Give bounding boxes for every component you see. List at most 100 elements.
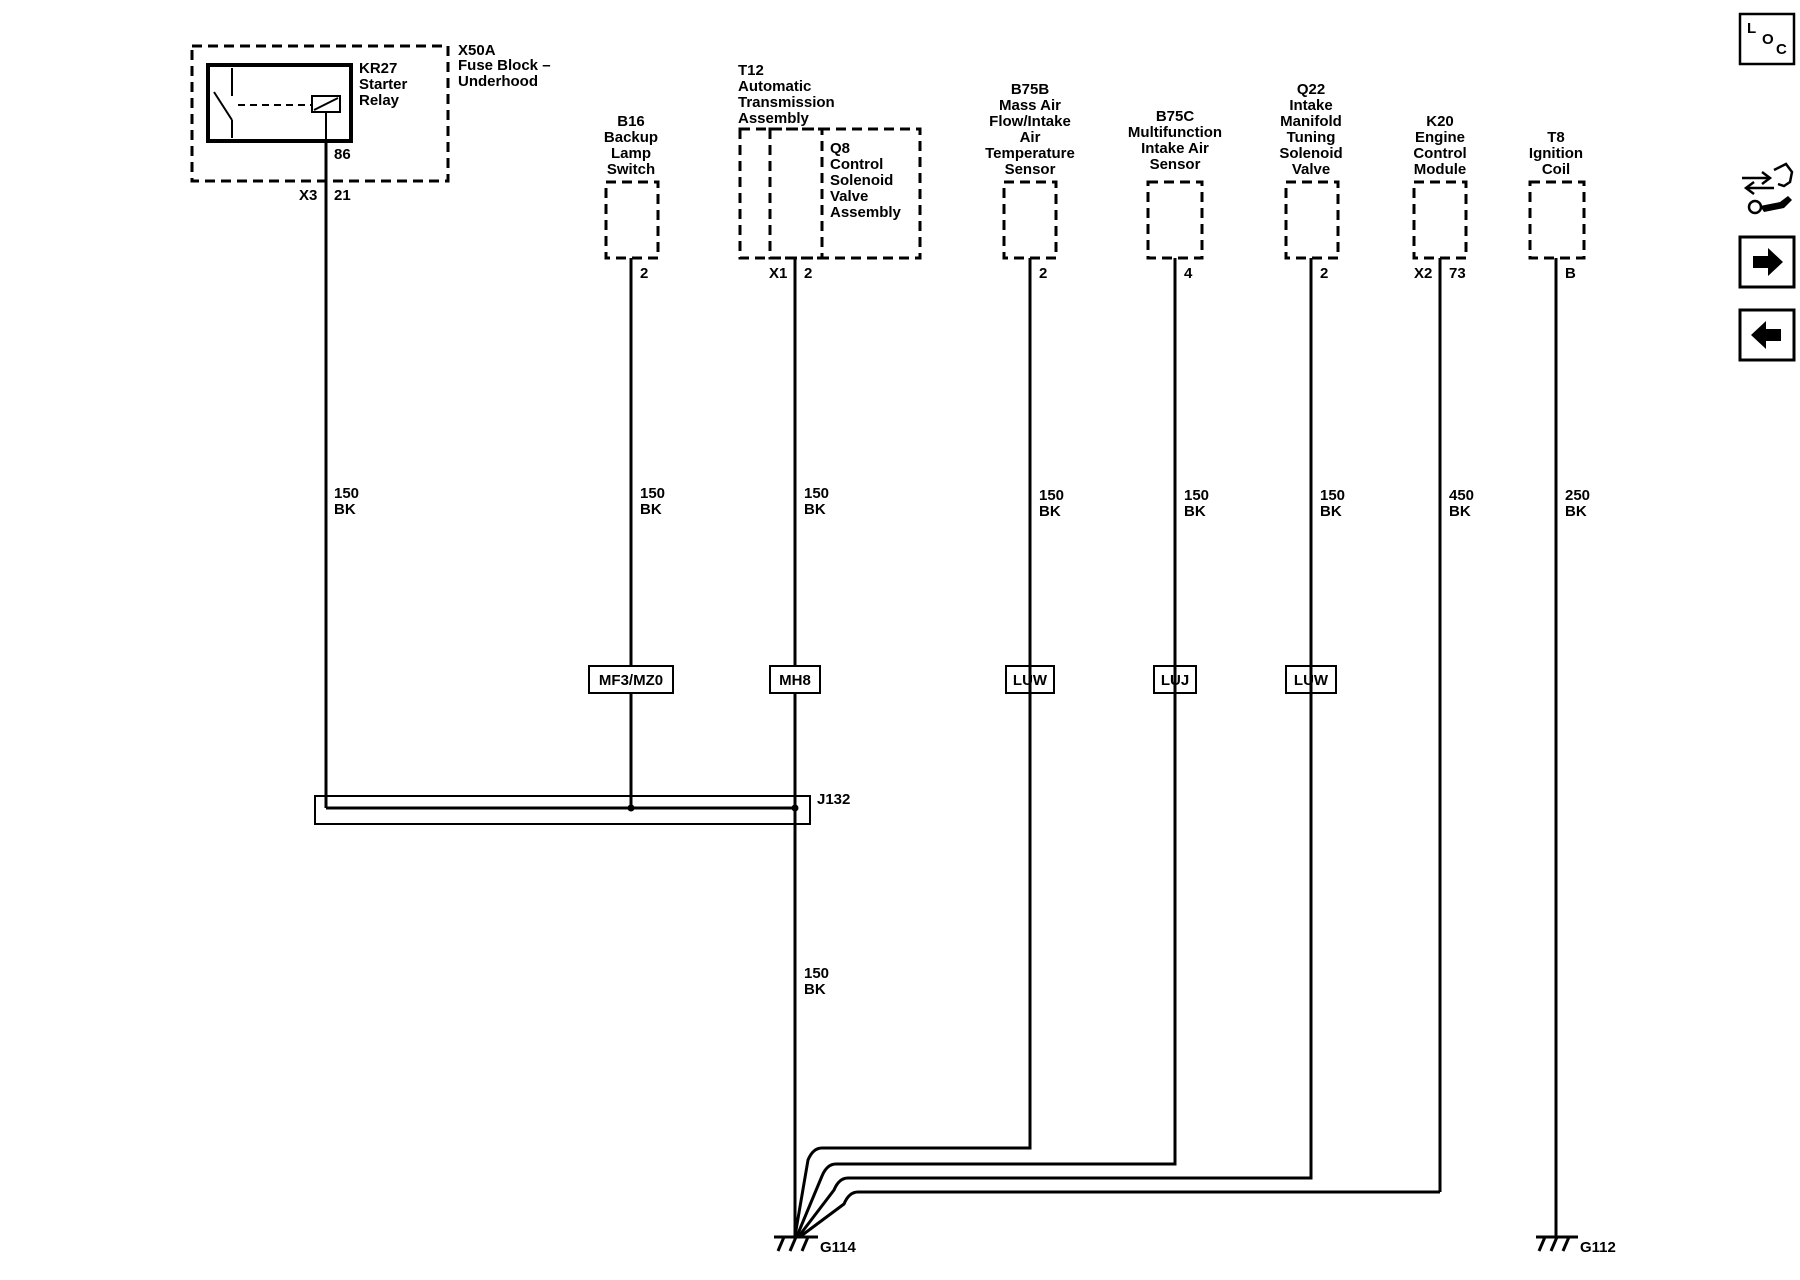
- b75b-wire[interactable]: [793, 258, 1032, 1237]
- b75c-wire-gauge: 150: [1184, 487, 1209, 504]
- fuse-block-name-line2: Underhood: [458, 73, 538, 90]
- t12-option: MH8: [779, 672, 811, 689]
- b16-pin: 2: [640, 265, 648, 282]
- q22-outline: [1284, 180, 1340, 260]
- q22-name-line5: Valve: [1292, 161, 1330, 178]
- ground-g114-icon: [774, 1235, 818, 1252]
- relay-wire-color: BK: [334, 501, 356, 518]
- q8-name-line2: Solenoid: [830, 172, 893, 189]
- b16-name-line3: Switch: [607, 161, 655, 178]
- diagnostic-tools-button[interactable]: [1742, 162, 1794, 215]
- t12-name-line2: Transmission: [738, 94, 835, 111]
- t12-name-line3: Assembly: [738, 110, 810, 127]
- relay-outline: [206, 63, 353, 143]
- relay-pin: 86: [334, 146, 351, 163]
- q8-id: Q8: [830, 140, 850, 157]
- k20-name-line3: Module: [1414, 161, 1467, 178]
- t12-wire-gauge: 150: [804, 485, 829, 502]
- b75c-id: B75C: [1156, 108, 1195, 125]
- starter-relay-kr27[interactable]: [206, 63, 353, 143]
- b16-option: MF3/MZ0: [599, 672, 663, 689]
- b16-name-line2: Lamp: [611, 145, 651, 162]
- k20-outline: [1412, 180, 1468, 260]
- t8-wire-color: BK: [1565, 503, 1587, 520]
- k20-connector: X2: [1414, 265, 1432, 282]
- ground-g114-label: G114: [820, 1239, 857, 1256]
- q22-name-line1: Intake: [1289, 97, 1332, 114]
- ground-wire-gauge: 150: [804, 965, 829, 982]
- b75b-name-line2: Flow/Intake: [989, 113, 1071, 130]
- t8-pin: B: [1565, 265, 1576, 282]
- q22-wire[interactable]: [797, 258, 1313, 1237]
- b75b-name-line1: Mass Air: [999, 97, 1061, 114]
- q8-name-line4: Assembly: [830, 204, 902, 221]
- q22-wire-gauge: 150: [1320, 487, 1345, 504]
- k20-wire-color: BK: [1449, 503, 1471, 520]
- b75b-pin: 2: [1039, 265, 1047, 282]
- b16-wire-color: BK: [640, 501, 662, 518]
- locator-letter-o: O: [1762, 31, 1774, 48]
- t12-outline: [738, 127, 922, 260]
- component-b75b[interactable]: [1002, 180, 1058, 260]
- b75b-name-line4: Temperature: [985, 145, 1075, 162]
- b75c-name-line2: Intake Air: [1141, 140, 1209, 157]
- b16-outline: [604, 180, 660, 260]
- b75c-name-line3: Sensor: [1150, 156, 1201, 173]
- diagnostic-tools-icon: [1742, 162, 1794, 215]
- next-page-button[interactable]: [1738, 235, 1796, 289]
- relay-coil-slash: [313, 97, 339, 111]
- ground-wire-color: BK: [804, 981, 826, 998]
- q22-id: Q22: [1297, 81, 1325, 98]
- b16-id: B16: [617, 113, 645, 130]
- t12-option-box: [769, 665, 821, 694]
- q22-name-line4: Solenoid: [1279, 145, 1342, 162]
- k20-id: K20: [1426, 113, 1454, 130]
- t12-pin: 2: [804, 265, 812, 282]
- component-q22[interactable]: [1284, 180, 1340, 260]
- b75b-id: B75B: [1011, 81, 1050, 98]
- b75b-wire-gauge: 150: [1039, 487, 1064, 504]
- splice-j132-outline[interactable]: [314, 795, 811, 825]
- component-k20[interactable]: [1412, 180, 1468, 260]
- component-b16[interactable]: [604, 180, 660, 260]
- fuse-block-outline: [190, 44, 450, 183]
- relay-connector-pin: 21: [334, 187, 351, 204]
- b75c-wire-color: BK: [1184, 503, 1206, 520]
- b75c-wire[interactable]: [795, 258, 1177, 1237]
- fuse-block-x50a: X50A Fuse Block – Underhood KR27 Starter…: [190, 42, 551, 183]
- relay-contact-arm: [213, 91, 233, 121]
- locator-icon: [1738, 12, 1796, 66]
- b75b-outline: [1002, 180, 1058, 260]
- locator-button[interactable]: L O C: [1738, 12, 1796, 66]
- k20-pin: 73: [1449, 265, 1466, 282]
- b75c-name-line1: Multifunction: [1128, 124, 1222, 141]
- locator-letter-c: C: [1776, 41, 1787, 58]
- q8-name-line1: Control: [830, 156, 883, 173]
- locator-letter-l: L: [1747, 20, 1756, 37]
- ground-g112-label: G112: [1580, 1239, 1616, 1256]
- b16-option-box: [588, 665, 674, 694]
- previous-page-button[interactable]: [1738, 308, 1796, 362]
- arrow-left-icon: [1751, 321, 1781, 349]
- splice-id: J132: [817, 791, 850, 808]
- arrow-right-icon: [1753, 248, 1783, 276]
- q8-outline: [768, 127, 824, 260]
- q22-name-line3: Tuning: [1287, 129, 1336, 146]
- t8-outline: [1528, 180, 1586, 260]
- t8-id: T8: [1547, 129, 1565, 146]
- t8-wire-gauge: 250: [1565, 487, 1590, 504]
- relay-id: KR27: [359, 60, 397, 77]
- component-t12[interactable]: [738, 127, 922, 260]
- k20-wire-gauge: 450: [1449, 487, 1474, 504]
- relay-name-line2: Relay: [359, 92, 400, 109]
- relay-connector-id: X3: [299, 187, 317, 204]
- component-t8[interactable]: [1528, 180, 1586, 260]
- component-b75c[interactable]: [1146, 180, 1204, 260]
- fuse-block-name-line1: Fuse Block –: [458, 57, 551, 74]
- fuse-block-id: X50A: [458, 42, 496, 59]
- q8-name-line3: Valve: [830, 188, 868, 205]
- b75b-name-line3: Air: [1020, 129, 1041, 146]
- t8-name-line1: Ignition: [1529, 145, 1583, 162]
- relay-name-line1: Starter: [359, 76, 408, 93]
